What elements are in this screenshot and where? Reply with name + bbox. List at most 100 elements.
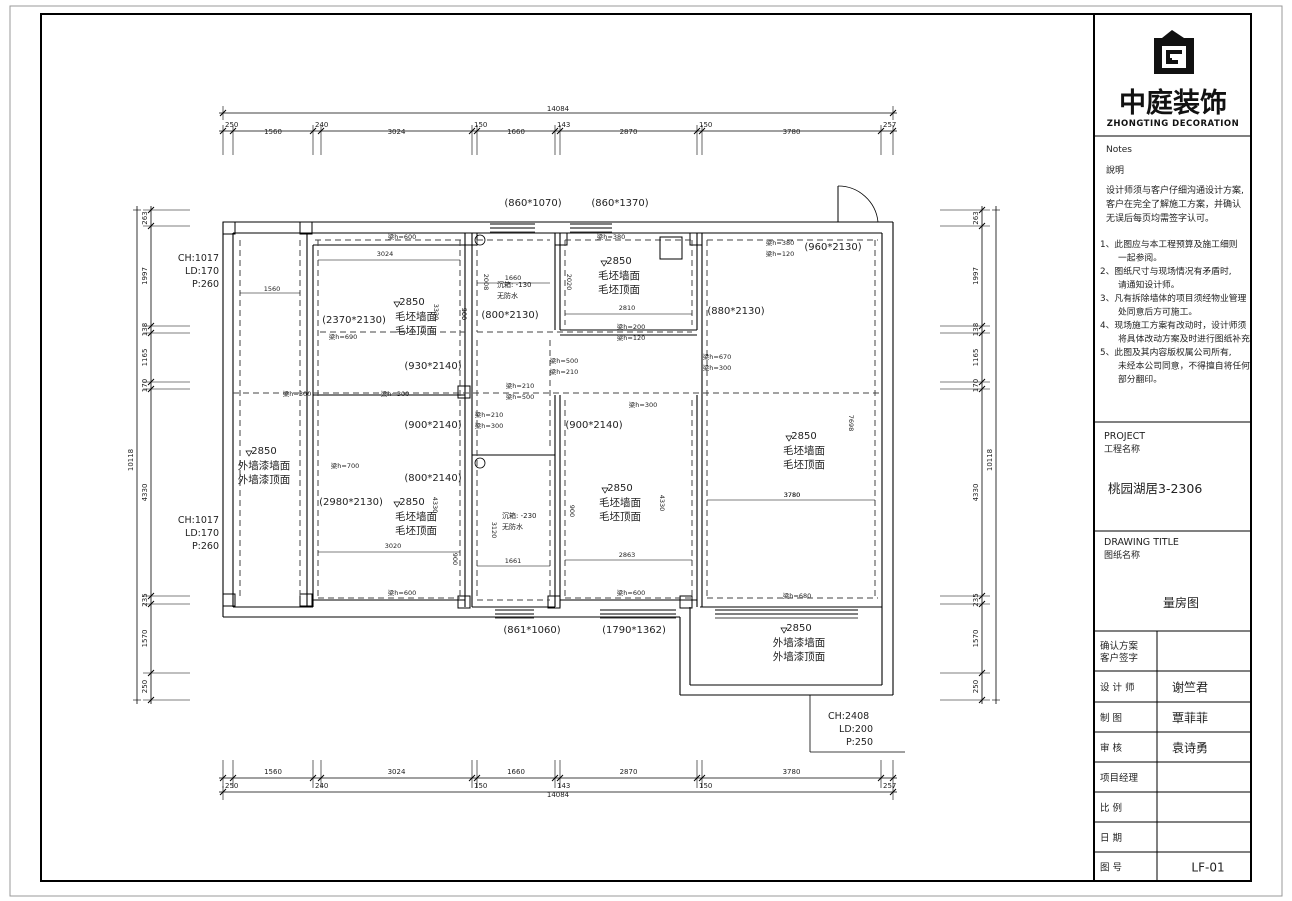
room-height: 2850: [607, 483, 632, 494]
left-overall-height: 10118: [127, 449, 135, 471]
signature-row-value: 谢竺君: [1172, 680, 1208, 695]
bottom-dimension-chain: 2501560240302415016601432870150378025714…: [219, 760, 897, 800]
windows: [490, 223, 858, 619]
signature-row-label: 客户签字: [1100, 652, 1138, 664]
left-dimension-label: 250: [141, 680, 149, 693]
room-wall-finish: 毛坯墙面: [395, 510, 437, 523]
signature-row-value: 袁诗勇: [1172, 741, 1208, 755]
right-dimension-label: 235: [972, 593, 980, 606]
room-ceiling-finish: 毛坯顶面: [783, 459, 825, 471]
inner-dimension-label: 4330: [431, 497, 439, 514]
bottom-dimension-label: 150: [474, 782, 487, 790]
top-dimension-label: 3024: [388, 128, 406, 136]
note-line: 1、此图应与本工程预算及施工细则: [1100, 238, 1238, 250]
beam-height-label: 梁h=500: [506, 392, 534, 401]
note-line: 处同意后方可施工。: [1118, 306, 1197, 318]
ceiling-ld: LD:170: [185, 528, 219, 539]
bottom-dimension-label: 240: [315, 782, 328, 790]
signature-row-label: 图 号: [1100, 863, 1122, 874]
inner-dimension-label: 2008: [482, 274, 490, 291]
drawing-border: [40, 13, 1252, 882]
signature-row-label: 比 例: [1100, 802, 1122, 814]
project-label: PROJECT: [1104, 431, 1145, 442]
top-dimension-label: 143: [557, 121, 570, 129]
bottom-dimension-label: 3024: [388, 768, 406, 776]
beam-height-label: 梁h=690: [329, 332, 357, 341]
right-dimension-label: 138: [972, 323, 980, 336]
bottom-dimension-label: 1560: [264, 768, 282, 776]
brand-name-cn: 中庭装饰: [1119, 87, 1227, 119]
inner-dimension-label: 500: [460, 308, 468, 320]
opening-label: (1790*1362): [602, 625, 666, 636]
beam-height-label: 梁h=300: [283, 389, 311, 398]
beam-height-label: 梁h=300: [703, 363, 731, 372]
ceiling-p: P:260: [192, 541, 219, 552]
notes-intro-line: 客户在完全了解施工方案，并确认: [1106, 198, 1241, 210]
notes-list: 1、此图应与本工程预算及施工细则一起参阅。2、图纸尺寸与现场情况有矛盾时,请通知…: [1100, 238, 1250, 385]
top-dimension-label: 2870: [620, 128, 638, 136]
project-label-cn: 工程名称: [1104, 443, 1140, 455]
note-line: 请通知设计师。: [1118, 279, 1180, 291]
right-dimension-label: 1997: [972, 267, 980, 285]
left-dimension-label: 170: [141, 379, 149, 392]
signature-row-label: 项目经理: [1100, 772, 1139, 784]
signature-row-label: 确认方案: [1100, 640, 1139, 652]
opening-label: (930*2140): [404, 361, 461, 372]
right-dimension-label: 263: [972, 211, 980, 224]
ceiling-height: CH:1017: [178, 515, 219, 526]
opening-label: (960*2130): [804, 242, 861, 253]
note-line: 4、现场施工方案有改动时，设计师须: [1100, 319, 1247, 331]
top-dimension-label: 3780: [783, 128, 801, 136]
left-dimension-label: 1570: [141, 630, 149, 648]
note-line: 将具体改动方案及时进行图纸补充: [1118, 333, 1250, 345]
beam-height-label: 梁h=380: [597, 232, 625, 241]
note-line: 3、凡有拆除墙体的项目须经物业管理: [1100, 292, 1247, 304]
opening-label: (2370*2130): [322, 315, 386, 326]
right-overall-height: 10118: [986, 449, 994, 471]
opening-label: (880*2130): [707, 306, 764, 317]
room-wall-finish: 毛坯墙面: [599, 496, 641, 509]
opening-label: (900*2140): [404, 420, 461, 431]
top-dimension-label: 1560: [264, 128, 282, 136]
project-name: 桃园湖居3-2306: [1108, 481, 1202, 496]
room-height: 2850: [399, 497, 424, 508]
floor-drain-icon: [474, 234, 486, 246]
beam-height-label: 梁h=200: [617, 322, 645, 331]
inner-dimension-label: 3024: [377, 250, 394, 258]
note-line: 一起参阅。: [1118, 252, 1162, 264]
left-dimension-label: 263: [141, 211, 149, 224]
room-wall-finish: 毛坯墙面: [598, 269, 640, 282]
top-dimension-label: 150: [474, 121, 487, 129]
beam-height-label: 梁h=210: [550, 367, 578, 376]
opening-label: (900*2140): [565, 420, 622, 431]
left-dimension-label: 1165: [141, 349, 149, 367]
drawing-title: 量房图: [1163, 595, 1199, 610]
inner-dimension-label: 1560: [264, 285, 281, 293]
room-ceiling-finish: 毛坯顶面: [599, 511, 641, 523]
brand-name-en: ZHONGTING DECORATION: [1107, 119, 1240, 129]
notes-heading: Notes: [1106, 145, 1132, 155]
inner-dimension-label: 1660: [505, 274, 522, 282]
left-dimension-label: 4330: [141, 484, 149, 502]
right-dimension-label: 250: [972, 680, 980, 693]
inner-dimension-label: 4330: [658, 495, 666, 512]
top-dimension-label: 257: [883, 121, 896, 129]
bottom-dimension-label: 3780: [783, 768, 801, 776]
opening-label: (860*1370): [591, 198, 648, 209]
left-dimension-label: 138: [141, 323, 149, 336]
notes-intro: 设计师须与客户仔细沟通设计方案,客户在完全了解施工方案，并确认无误后每页均需签字…: [1106, 184, 1244, 224]
top-dimension-label: 240: [315, 121, 328, 129]
signature-table: 确认方案客户签字设 计 师谢竺君制 图覃菲菲审 核袁诗勇项目经理比 例日 期图 …: [1094, 630, 1251, 882]
top-overall-dimension: 14084: [219, 105, 897, 120]
ceiling-ld: LD:200: [839, 724, 873, 735]
ceiling-p: P:260: [192, 279, 219, 290]
note-line: 5、此图及其内容版权属公司所有,: [1100, 346, 1232, 358]
top-dimension-label: 1660: [507, 128, 525, 136]
beam-height-label: 梁h=300: [475, 421, 503, 430]
